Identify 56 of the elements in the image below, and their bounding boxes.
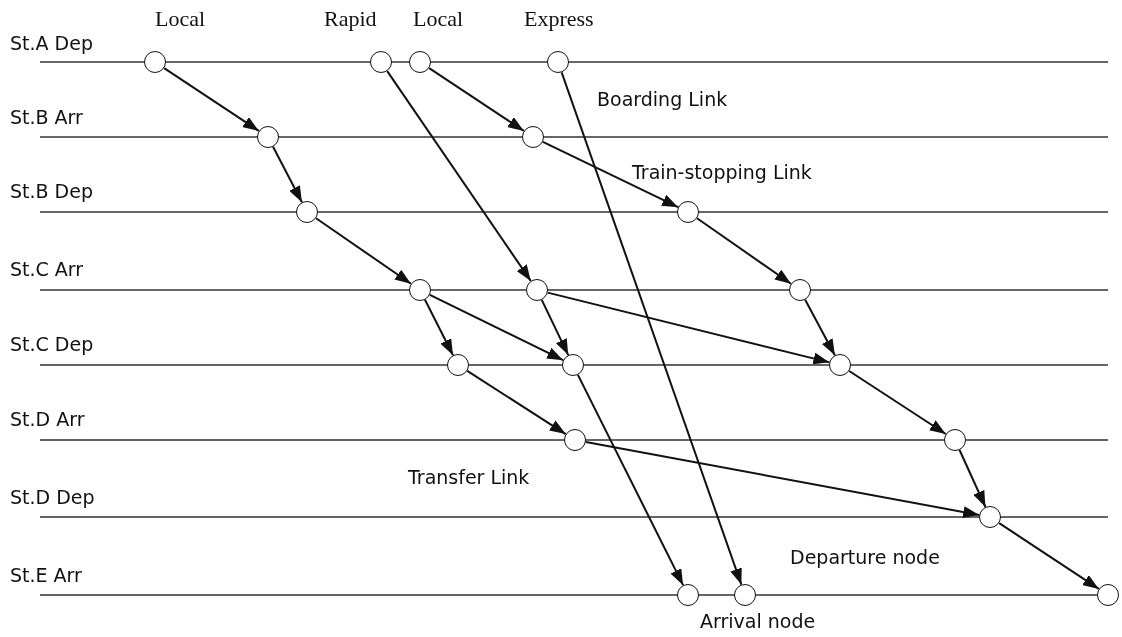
train-label: Rapid	[324, 8, 377, 30]
arrow	[848, 370, 947, 435]
node-label: Departure node	[790, 548, 940, 567]
event-node-circle	[409, 279, 431, 301]
event-node-circle	[677, 201, 699, 223]
arrow	[466, 369, 567, 436]
event-node-circle	[1097, 584, 1119, 606]
link-label: Train-stopping Link	[632, 163, 812, 182]
node-label: Arrival node	[700, 612, 816, 631]
arrow	[696, 217, 792, 285]
event-node-circle	[789, 279, 811, 301]
link-label: Boarding Link	[597, 90, 728, 109]
train-label: Express	[524, 8, 594, 30]
arrow	[272, 145, 303, 204]
station-label: St.B Arr	[10, 108, 83, 127]
arrow	[386, 70, 532, 282]
event-node-circle	[447, 354, 469, 376]
event-node-circle	[562, 354, 584, 376]
event-node-circle	[979, 506, 1001, 528]
station-label: St.C Dep	[10, 335, 94, 354]
event-node-circle	[370, 51, 392, 73]
arrow	[163, 67, 260, 132]
event-node-circle	[944, 429, 966, 451]
event-node-circle	[257, 126, 279, 148]
event-node-circle	[296, 201, 318, 223]
station-label: St.E Arr	[10, 566, 82, 585]
event-node-circle	[564, 429, 586, 451]
arrow	[958, 449, 987, 508]
link-label: Transfer Link	[408, 468, 530, 487]
arrow	[576, 373, 685, 587]
arrow	[804, 298, 836, 357]
train-label: Local	[413, 8, 464, 30]
event-node-circle	[677, 584, 699, 606]
train-label: Local	[155, 8, 206, 30]
event-node-circle	[547, 51, 569, 73]
arrow	[560, 71, 743, 586]
station-label: St.C Arr	[10, 260, 84, 279]
arrow	[428, 67, 525, 132]
event-node-circle	[829, 354, 851, 376]
event-node-circle	[734, 584, 756, 606]
arrow	[546, 291, 831, 365]
arrow	[998, 522, 1100, 590]
arrow	[423, 298, 455, 357]
station-label: St.A Dep	[10, 34, 93, 53]
event-node-circle	[144, 51, 166, 73]
station-label: St.B Dep	[10, 182, 93, 201]
event-node-circle	[522, 126, 544, 148]
station-label: St.D Dep	[10, 488, 95, 507]
arrow	[540, 298, 570, 357]
arrow	[584, 441, 981, 518]
station-label: St.D Arr	[10, 410, 85, 429]
arrow	[428, 293, 565, 362]
arrow	[541, 140, 680, 209]
event-node-circle	[526, 279, 548, 301]
arrow	[315, 217, 412, 285]
event-node-circle	[409, 51, 431, 73]
